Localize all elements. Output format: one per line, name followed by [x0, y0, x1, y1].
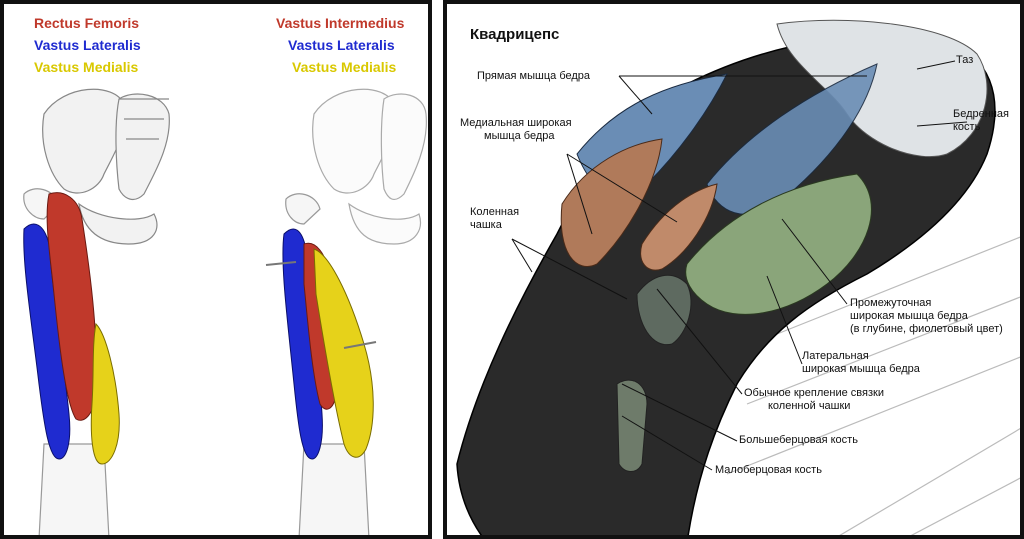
- pointer-lines: [511, 60, 968, 471]
- leg-bones-b: [285, 193, 370, 535]
- background-bench: [726, 236, 1020, 535]
- right-anatomy-panel: Квадрицепс Прямая мышца бедра Медиальная…: [443, 0, 1024, 539]
- vastus-medialis-b: [313, 248, 374, 458]
- knee-ligament: [636, 274, 692, 346]
- vastus-medialis-muscle: [560, 138, 663, 267]
- label-pelvis: Таз: [956, 54, 974, 66]
- diagram-a-label-vastus-medialis: Vastus Medialis: [34, 59, 139, 75]
- diagram-b-label-vastus-intermedius: Vastus Intermedius: [276, 15, 405, 31]
- diagram-a-label-rectus-femoris: Rectus Femoris: [34, 15, 140, 31]
- label-fibula: Малоберцовая кость: [715, 464, 822, 476]
- label-rectus-femoris: Прямая мышца бедра: [477, 70, 591, 82]
- pelvis-drawing-b: [312, 88, 427, 245]
- pelvis-drawing-a: [42, 88, 170, 245]
- pointer-line-b-1: [265, 261, 297, 266]
- diagram-b-label-vastus-lateralis: Vastus Lateralis: [288, 37, 395, 53]
- left-anatomy-panel: Rectus Femoris Vastus Lateralis Vastus M…: [0, 0, 432, 539]
- page-title: Квадрицепс: [470, 26, 560, 43]
- vastus-lateralis-muscle: [685, 173, 872, 315]
- diagram-b-label-vastus-medialis: Vastus Medialis: [292, 59, 397, 75]
- vastus-medialis-a: [90, 322, 120, 465]
- tibia-bone: [616, 379, 648, 472]
- diagram-a-label-vastus-lateralis: Vastus Lateralis: [34, 37, 141, 53]
- quadriceps-illustration-english: [23, 88, 427, 535]
- vastus-medialis-muscle-2: [640, 183, 718, 271]
- pointer-line-b-2: [343, 341, 377, 349]
- quadriceps-illustration-russian: [456, 19, 1020, 535]
- rectus-femoris-a: [46, 192, 98, 421]
- label-tibia: Большеберцовая кость: [739, 434, 858, 446]
